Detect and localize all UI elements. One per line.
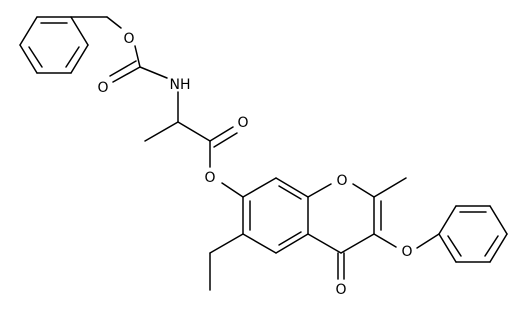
bond-c3-o [373, 233, 397, 248]
bond-ester-co-1 [209, 126, 234, 142]
bond-calpha-methyl [144, 121, 179, 142]
bond-calpha-carbonyl [177, 121, 211, 142]
chromone-benzo-ring [242, 177, 309, 254]
atom-o-ring-ether: O [336, 173, 347, 189]
atom-o-phenoxy: O [401, 244, 412, 260]
bond-o-carbamate-c [134, 45, 141, 68]
bond-ring-ethyl-ch2 [209, 233, 244, 254]
bond-methyl [373, 177, 407, 198]
atom-o-benzyl-ether: O [123, 31, 134, 47]
bond-o-ring [221, 182, 244, 198]
benzyl-ring [19, 16, 89, 74]
atom-o-ester-carbonyl: O [237, 115, 248, 131]
phenoxy-ring [438, 205, 508, 263]
atom-o-carbamate-carbonyl: O [97, 80, 108, 96]
bond-ester-co-2 [213, 132, 238, 148]
bond-o-phenyl [416, 233, 440, 249]
bonds [19, 16, 508, 291]
atom-o-ester-link: O [204, 170, 215, 186]
atom-o-ketone: O [335, 282, 346, 298]
bond-ch2-o [106, 16, 122, 29]
bond-carbamate-n [139, 66, 168, 79]
atom-nh: NH [170, 77, 191, 93]
bond-carbamate-co-1 [112, 66, 141, 83]
bond-carbamate-co-2 [109, 60, 137, 77]
atom-labels: O O NH O O O O O [97, 31, 412, 298]
pyranone-ring [307, 183, 382, 254]
